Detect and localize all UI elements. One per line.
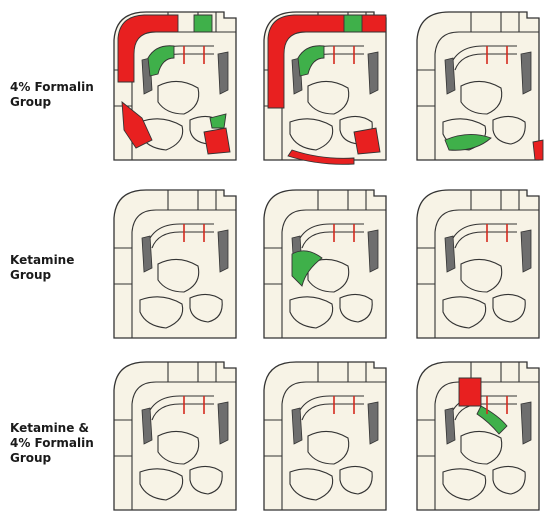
ventricle-right xyxy=(521,52,531,94)
brain-section-r2-c3 xyxy=(417,190,539,338)
brain-section-r2-c1 xyxy=(114,190,236,338)
brain-section-r3-c1 xyxy=(114,362,236,510)
ventricle-right xyxy=(521,402,531,444)
ventricle-right xyxy=(368,52,378,94)
ventricle-right xyxy=(218,230,228,272)
ventricle-right xyxy=(368,230,378,272)
activated-region xyxy=(459,378,481,406)
ventricle-right xyxy=(368,402,378,444)
ventricle-left xyxy=(142,236,152,272)
ventricle-left xyxy=(292,408,302,444)
brain-section-r1-c2 xyxy=(264,12,386,164)
brain-section-r3-c2 xyxy=(264,362,386,510)
ventricle-right xyxy=(218,52,228,94)
brain-section-r1-c3 xyxy=(417,12,543,160)
activated-region xyxy=(533,140,543,160)
activated-region xyxy=(204,128,230,154)
ventricle-left xyxy=(142,408,152,444)
inhibited-region xyxy=(344,15,362,32)
ventricle-right xyxy=(218,402,228,444)
brain-section-r1-c1 xyxy=(114,12,236,160)
ventricle-left xyxy=(445,58,455,94)
ventricle-right xyxy=(521,230,531,272)
activated-region xyxy=(354,128,380,154)
brain-section-r3-c3 xyxy=(417,362,539,510)
brain-section-r2-c2 xyxy=(264,190,386,338)
ventricle-left xyxy=(445,236,455,272)
inhibited-region xyxy=(194,15,212,32)
ventricle-left xyxy=(445,408,455,444)
